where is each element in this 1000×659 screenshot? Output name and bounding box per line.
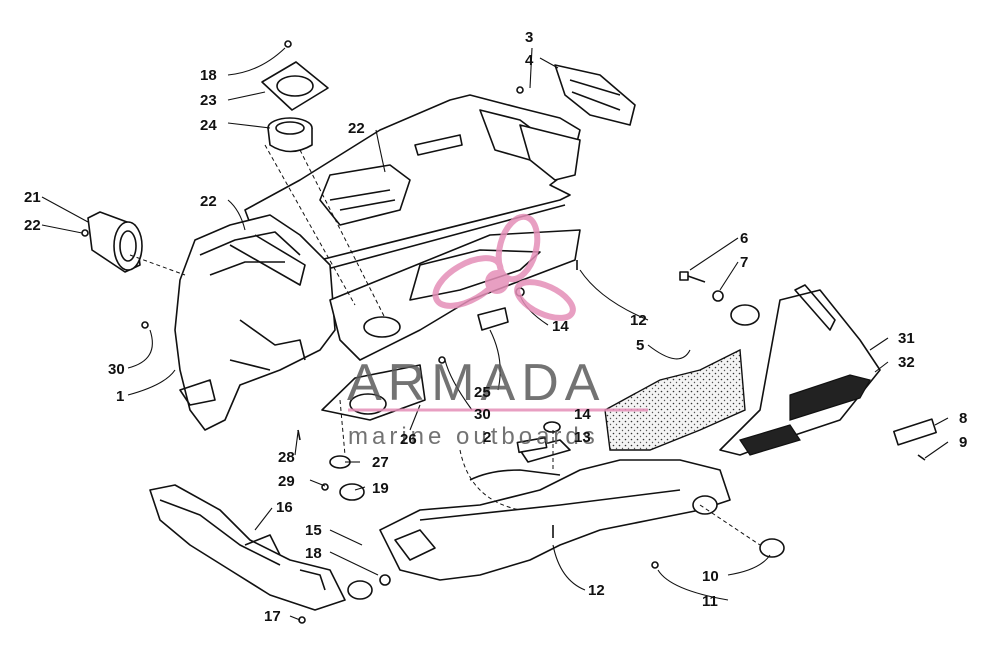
callout-label: 10 [702, 568, 719, 585]
callout-label: 13 [574, 429, 591, 446]
callout-label: 18 [305, 545, 322, 562]
callout-label: 7 [740, 254, 748, 271]
lower-body-part [379, 439, 731, 581]
callout-label: 11 [702, 593, 718, 610]
callout-label: 9 [959, 434, 967, 451]
callout-label: 5 [636, 337, 644, 354]
hardware-parts [81, 40, 937, 624]
callout-label: 14 [552, 318, 569, 335]
intake-boot-part [87, 211, 143, 273]
watermark-brand: ARMADA [347, 354, 605, 412]
callout-label: 28 [278, 449, 295, 466]
logo-petal-right [514, 279, 576, 321]
callout-label: 19 [372, 480, 389, 497]
floor-plate-part [329, 229, 581, 361]
callout-label: 1 [116, 388, 124, 405]
callout-label: 32 [898, 354, 915, 371]
callout-label: 8 [959, 410, 967, 427]
callout-label: 2 [483, 429, 491, 446]
callout-label: 12 [630, 312, 647, 329]
callout-label: 17 [264, 608, 281, 625]
callout-label: 18 [200, 67, 217, 84]
lower-plate-part [321, 364, 426, 421]
callout-label: 6 [740, 230, 748, 247]
callout-label: 24 [200, 117, 217, 134]
callout-label: 30 [108, 361, 125, 378]
callout-label: 23 [200, 92, 217, 109]
callout-label: 3 [525, 29, 533, 46]
callout-labels: 18 23 24 22 21 22 22 30 1 3 4 6 7 12 5 1… [24, 29, 967, 625]
watermark-subtitle: marine outboards [348, 423, 599, 450]
callout-label: 16 [276, 499, 293, 516]
right-rail-part [719, 284, 881, 456]
callout-label: 14 [574, 406, 591, 423]
logo-petal-top [495, 213, 541, 283]
foam-pad-part [604, 348, 746, 451]
callout-label: 31 [898, 330, 915, 347]
callout-label: 22 [24, 217, 41, 234]
left-fender-part [174, 214, 336, 431]
callout-label: 29 [278, 473, 295, 490]
callout-label: 26 [400, 431, 417, 448]
callout-label: 4 [525, 52, 534, 69]
callout-label: 22 [348, 120, 365, 137]
callout-label: 22 [200, 193, 217, 210]
callout-label: 25 [474, 384, 491, 401]
leader-lines [41, 47, 949, 621]
cover-plate-part [261, 61, 329, 153]
callout-label: 21 [24, 189, 41, 206]
logo-center [485, 270, 509, 294]
callout-label: 12 [588, 582, 605, 599]
callout-label: 15 [305, 522, 322, 539]
callout-label: 27 [372, 454, 389, 471]
left-lower-fender-part [149, 484, 346, 611]
callout-label: 30 [474, 406, 491, 423]
watermark-logo-icon [432, 213, 576, 321]
watermark: ARMADA marine outboards [347, 213, 648, 450]
